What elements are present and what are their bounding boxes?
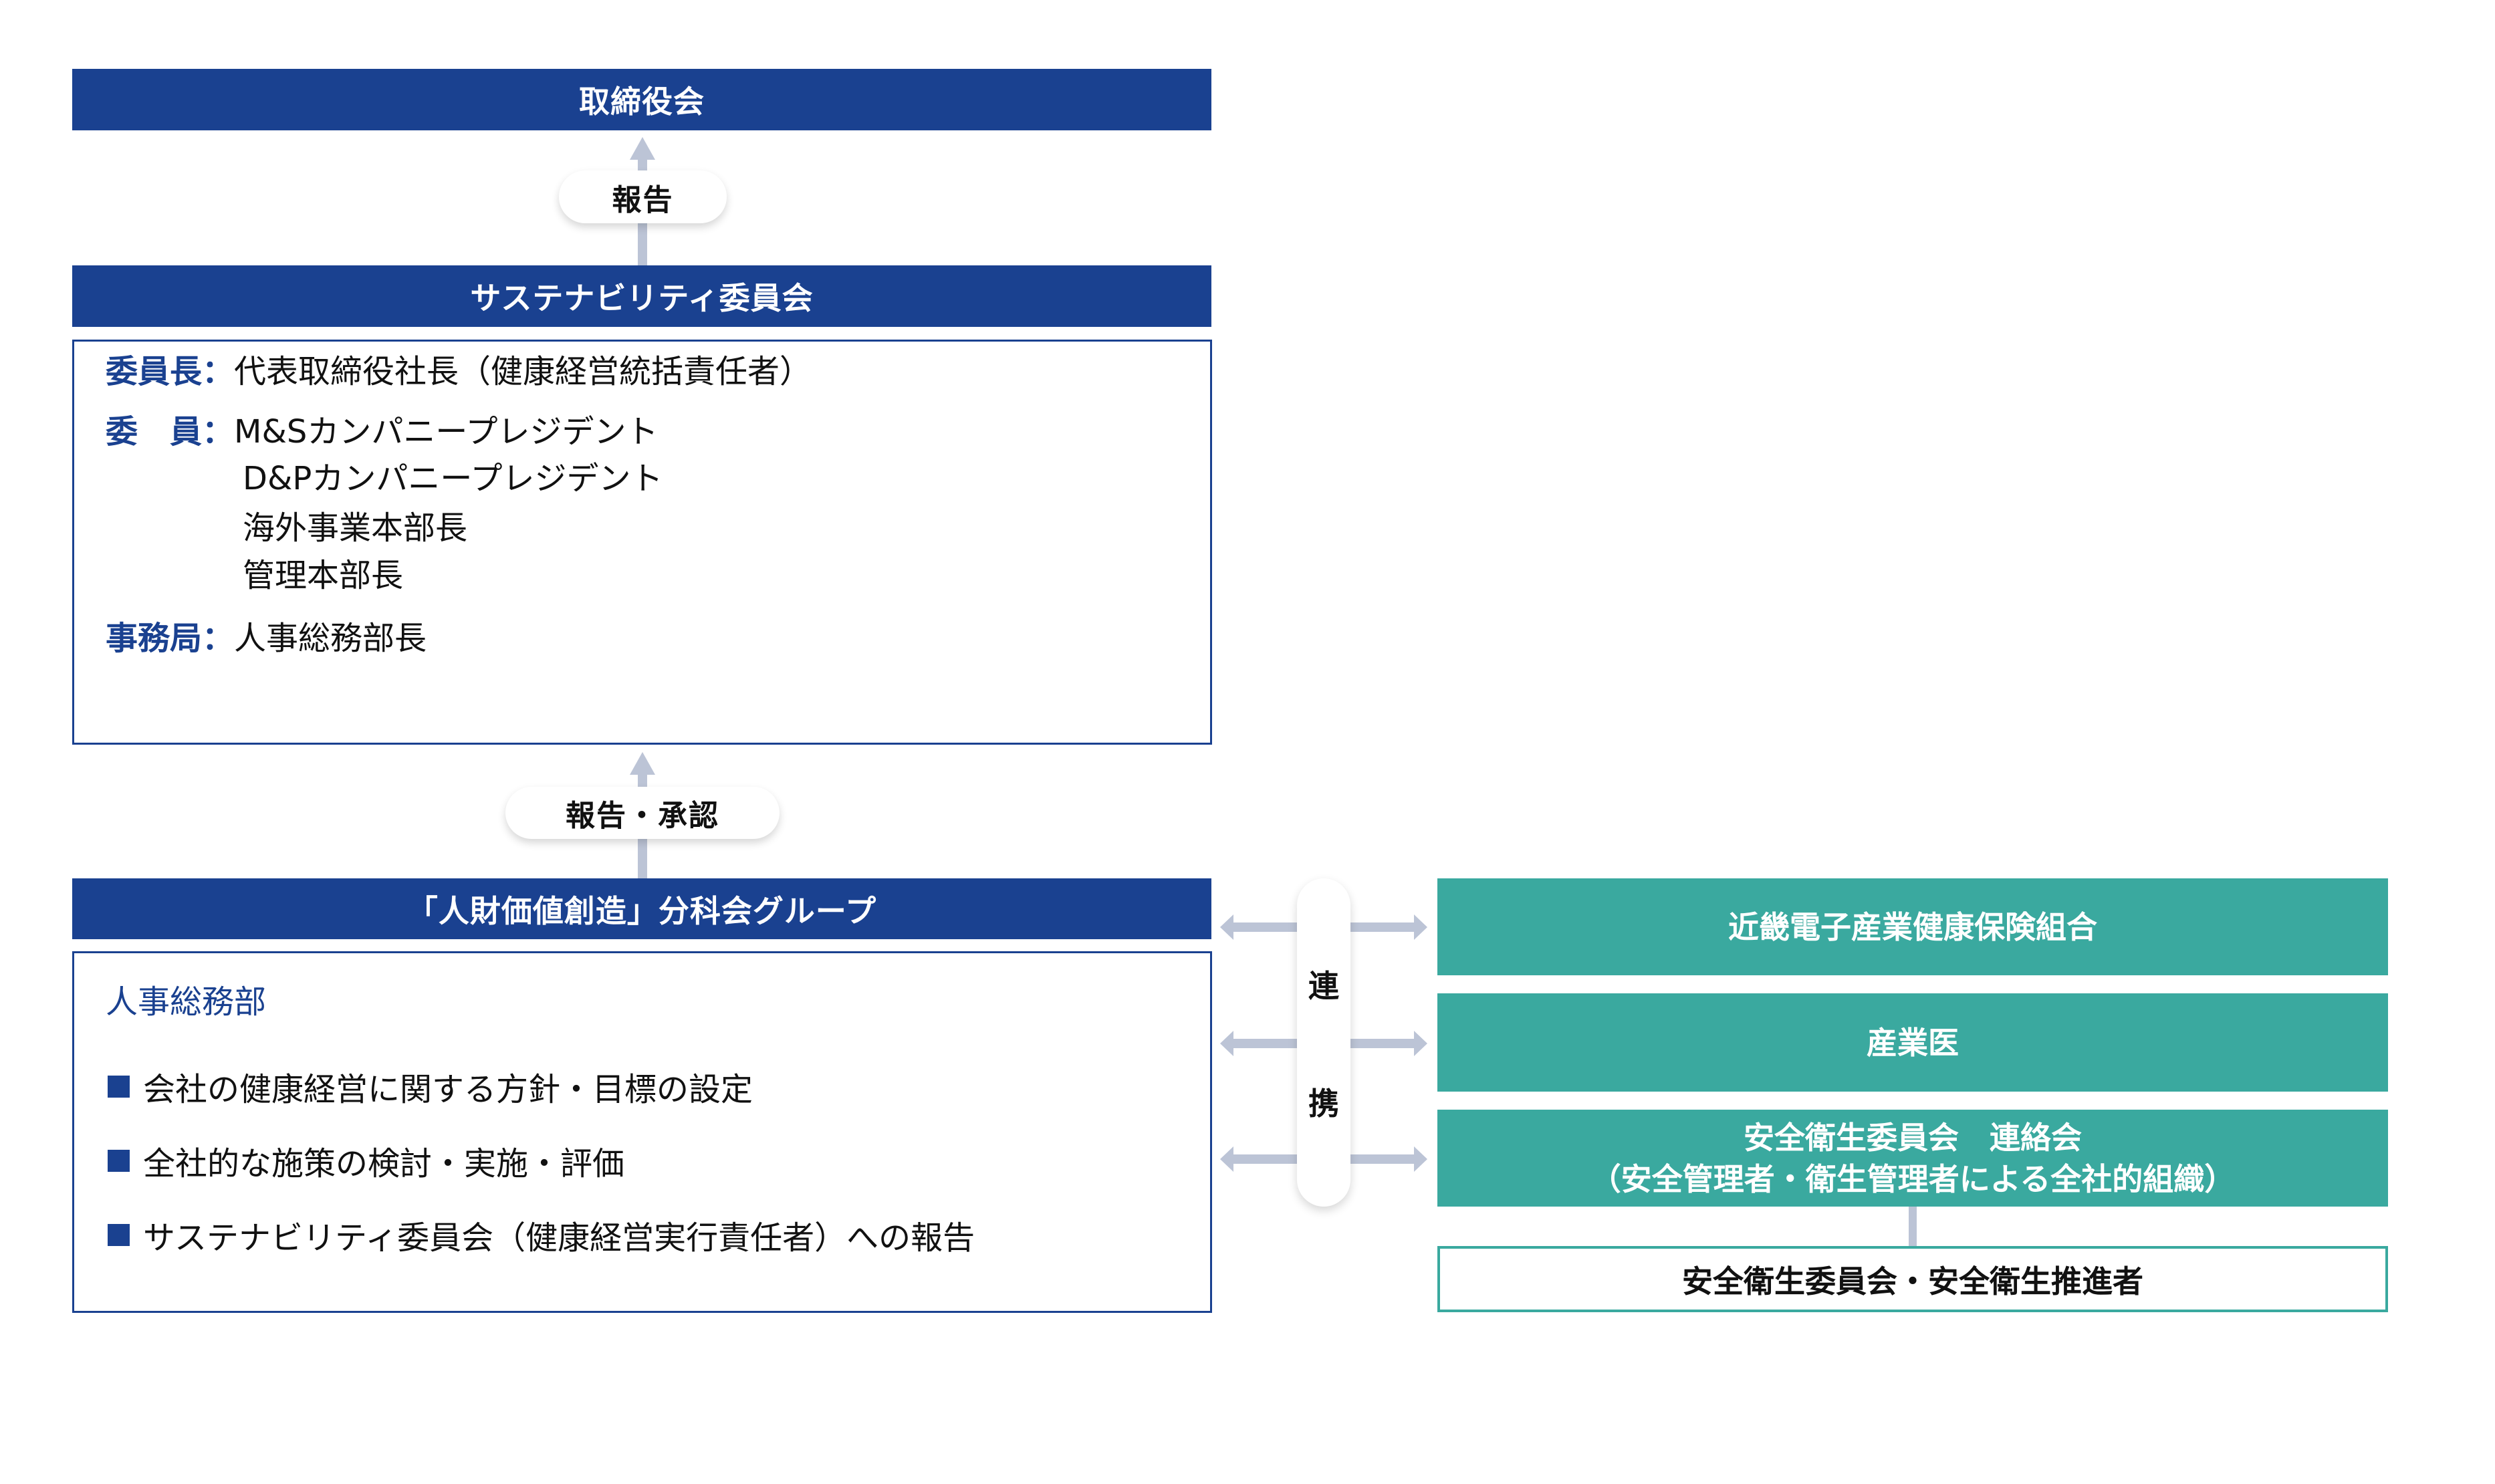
collaboration-char: 携	[1308, 1085, 1339, 1122]
sustainability-committee-title: サステナビリティ委員会	[470, 280, 814, 316]
members-row: 委 員：M&Sカンパニープレジデント	[106, 412, 658, 452]
colon: ：	[202, 353, 235, 390]
safety-health-committee-box: 安全衛生委員会・安全衛生推進者	[1437, 1246, 2388, 1312]
square-bullet-icon	[108, 1223, 130, 1246]
board-title: 取締役会	[579, 84, 705, 120]
partner-title: 産業医	[1867, 1024, 1959, 1061]
collaboration-char: 連	[1308, 967, 1339, 1004]
secretariat-row: 事務局：人事総務部長	[106, 618, 427, 658]
subcommittee-title: 「人財価値創造」分科会グループ	[406, 892, 877, 929]
occupational-physician-box: 産業医	[1437, 993, 2388, 1092]
arrow-up-icon	[630, 752, 655, 775]
member-value: 管理本部長	[243, 557, 404, 594]
chair-row: 委員長：代表取締役社長（健康経営統括責任者）	[106, 352, 812, 392]
list-item: 全社的な施策の検討・実施・評価	[108, 1137, 624, 1184]
arrow-up-icon	[630, 137, 655, 160]
report-approval-pill: 報告・承認	[505, 787, 780, 839]
sustainability-committee-header: サステナビリティ委員会	[72, 265, 1211, 327]
report-label: 報告	[612, 182, 674, 217]
square-bullet-icon	[108, 1149, 130, 1172]
department-name: 人事総務部	[106, 983, 267, 1021]
member-value: D&Pカンパニープレジデント	[243, 460, 663, 497]
partner-subtitle: （安全管理者・衛生管理者による全社的組織）	[1590, 1160, 2236, 1197]
subcommittee-header: 「人財価値創造」分科会グループ	[72, 878, 1211, 939]
list-item: 会社の健康経営に関する方針・目標の設定	[108, 1063, 753, 1110]
list-item-text: 全社的な施策の検討・実施・評価	[143, 1145, 625, 1183]
connector-line	[1909, 1207, 1917, 1246]
members-label: 委 員	[106, 413, 203, 451]
member-value: 海外事業本部長	[243, 509, 468, 547]
health-insurance-association-box: 近畿電子産業健康保険組合	[1437, 878, 2388, 975]
board-of-directors-box: 取締役会	[72, 69, 1211, 130]
partner-title: 安全衛生委員会 連絡会	[1744, 1119, 2082, 1156]
list-item-text: 会社の健康経営に関する方針・目標の設定	[143, 1071, 753, 1108]
list-item: サステナビリティ委員会（健康経営実行責任者）への報告	[108, 1211, 975, 1258]
colon: ：	[202, 413, 235, 451]
safety-health-liaison-box: 安全衛生委員会 連絡会 （安全管理者・衛生管理者による全社的組織）	[1437, 1110, 2388, 1207]
safety-committee-title: 安全衛生委員会・安全衛生推進者	[1682, 1263, 2143, 1300]
list-item-text: サステナビリティ委員会（健康経営実行責任者）への報告	[143, 1219, 975, 1257]
subcommittee-box: 人事総務部 会社の健康経営に関する方針・目標の設定 全社的な施策の検討・実施・評…	[72, 951, 1212, 1313]
chair-label: 委員長	[106, 353, 203, 390]
member-value: M&Sカンパニープレジデント	[234, 413, 659, 451]
partner-title: 近畿電子産業健康保険組合	[1728, 908, 2097, 945]
report-pill: 報告	[559, 170, 727, 223]
secretariat-value: 人事総務部長	[234, 620, 427, 657]
report-approval-label: 報告・承認	[566, 799, 719, 833]
colon: ：	[202, 620, 235, 657]
chair-value: 代表取締役社長（健康経営統括責任者）	[234, 353, 812, 390]
collaboration-pill: 連 携	[1297, 878, 1350, 1207]
sustainability-committee-box: 委員長：代表取締役社長（健康経営統括責任者） 委 員：M&Sカンパニープレジデン…	[72, 340, 1212, 745]
square-bullet-icon	[108, 1075, 130, 1098]
secretariat-label: 事務局	[106, 620, 203, 657]
